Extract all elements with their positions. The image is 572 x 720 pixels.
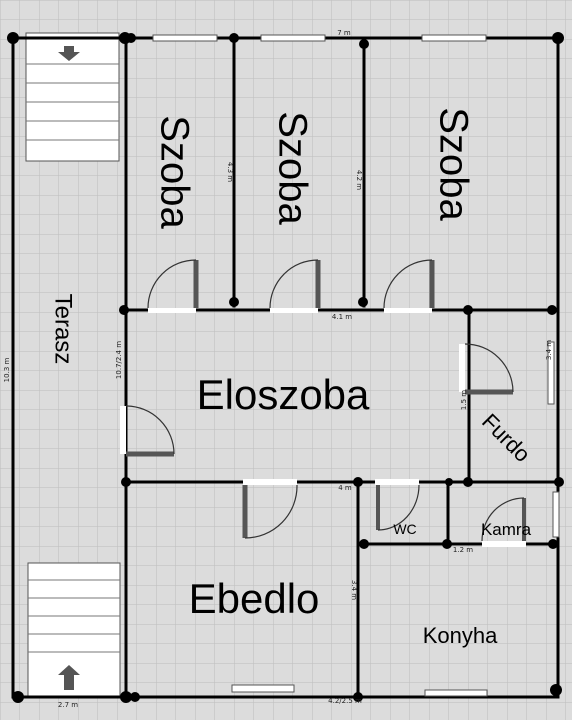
staircase-top xyxy=(25,32,120,162)
wall-joints xyxy=(7,32,564,703)
dimension-label: 1.2 m xyxy=(453,546,473,554)
dimension-label: 4.1 m xyxy=(332,313,352,321)
dimension-label: 2.7 m xyxy=(58,701,78,709)
windows xyxy=(152,34,560,697)
dimension-label: 4 m xyxy=(338,484,352,492)
dimension-label: 7 m xyxy=(337,29,351,37)
room-label-eloszoba: Eloszoba xyxy=(197,371,370,418)
room-label-szoba-3: Szoba xyxy=(431,107,475,221)
room-label-konyha: Konyha xyxy=(423,623,498,648)
room-label-wc: WC xyxy=(393,521,416,537)
room-label-kamra: Kamra xyxy=(481,520,532,539)
staircase-bottom xyxy=(27,562,121,698)
dimension-label: 3.4 m xyxy=(545,340,553,360)
dimension-label: 4.3 m xyxy=(226,162,234,182)
room-label-terasz: Terasz xyxy=(50,294,77,365)
room-label-ebedlo: Ebedlo xyxy=(189,575,320,622)
arrow-up-icon xyxy=(58,665,80,690)
dimension-label: 3.4 m xyxy=(350,580,358,600)
dimension-label: 10.7/2.4 m xyxy=(115,341,123,379)
dimension-label: 10.3 m xyxy=(3,358,11,383)
arrow-down-icon xyxy=(58,46,80,61)
dimension-label: 4.2 m xyxy=(355,170,363,190)
room-label-szoba-1: Szoba xyxy=(152,115,196,229)
dimension-label: 4.2/2.5 m xyxy=(328,697,362,705)
room-label-szoba-2: Szoba xyxy=(270,111,314,225)
doors xyxy=(120,259,526,547)
dimension-label: 1.5 m xyxy=(460,390,468,410)
